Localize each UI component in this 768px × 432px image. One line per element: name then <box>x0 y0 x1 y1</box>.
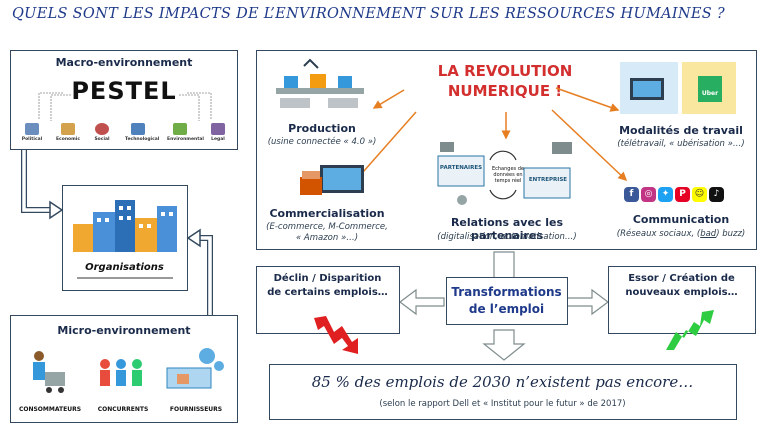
revolution-line2: NUMERIQUE ! <box>447 82 563 100</box>
modalites-title: Modalités de travail <box>619 124 743 137</box>
conclusion-box: 85 % des emplois de 2030 n’existent pas … <box>269 364 737 420</box>
echanges-line3: temps réel <box>494 178 522 184</box>
consommateurs-label: CONSOMMATEURS <box>18 406 82 413</box>
facebook-icon: f <box>624 187 639 202</box>
pestel-environmental: Environmental <box>167 123 204 142</box>
micro-heading: Micro-environnement <box>57 324 191 337</box>
fournisseurs-label: FOURNISSEURS <box>169 406 223 413</box>
organisations-box: Organisations <box>62 185 188 291</box>
echanges-line1: Echanges de <box>491 166 524 172</box>
transformation-arrows <box>399 251 609 361</box>
revolution-line1: LA REVOLUTION <box>437 62 573 80</box>
technological-icon <box>131 123 145 135</box>
concurrents-icon <box>100 359 142 386</box>
relations-title: Relations avec les partenaires <box>450 216 564 242</box>
transformations-box: Transformations de l’emploi <box>446 277 568 325</box>
essor-line1: Essor / Création de <box>628 273 735 284</box>
pestel-political-label: Political <box>21 137 43 142</box>
political-icon <box>25 123 39 135</box>
relations-sub: (digitalisation, automatisation…) <box>437 232 577 242</box>
pestel-technological: Technological <box>125 123 159 142</box>
pestel-economic: Economic <box>55 123 81 142</box>
transformations-line2: de l’emploi <box>468 302 545 316</box>
entreprise-label: ENTREPRISE <box>528 177 568 183</box>
organisations-label: Organisations <box>85 262 164 273</box>
revolution-arrows <box>355 87 628 182</box>
factory-icon <box>73 200 177 252</box>
twitter-icon: ✦ <box>658 187 673 202</box>
page-title: QUELS SONT LES IMPACTS DE L’ENVIRONNEMEN… <box>12 6 726 22</box>
pestel-social-label: Social <box>94 137 110 142</box>
echanges-line2: données en <box>493 172 523 178</box>
production-sub: (usine connectée « 4.0 ») <box>267 137 377 147</box>
instagram-icon: ◎ <box>641 187 656 202</box>
pestel-economic-label: Economic <box>55 137 81 142</box>
communication-sub-post: ) buzz) <box>716 229 746 239</box>
pestel-political: Political <box>19 123 45 142</box>
communication-sub-bad: bad <box>700 229 717 239</box>
relations-icon <box>437 142 572 205</box>
micro-environnement-box: Micro-environnement CONSOMMATEURS CONCUR… <box>10 315 238 423</box>
growth-arrow-icon <box>666 310 714 350</box>
pestel-social: Social <box>89 123 115 142</box>
social-icons: f◎✦P☺♪ <box>624 184 754 203</box>
left-connector-arrows <box>21 150 213 315</box>
consommateurs-icon <box>33 351 65 393</box>
teletravail-icon <box>620 62 736 114</box>
tiktok-icon: ♪ <box>709 187 724 202</box>
social-icon <box>95 123 109 135</box>
pestel-label: PESTEL <box>71 77 177 105</box>
declin-line1: Déclin / Disparition <box>273 273 382 284</box>
production-icon <box>276 58 364 108</box>
organisations-underline <box>77 277 173 279</box>
communication-title: Communication <box>632 213 730 226</box>
environmental-icon <box>173 123 187 135</box>
ecommerce-icon <box>300 165 364 195</box>
conclusion-sub: (selon le rapport Dell et « Institut pou… <box>379 399 626 409</box>
essor-line2: nouveaux emplois… <box>625 287 738 298</box>
macro-environnement-box: Macro-environnement PESTEL Political Eco… <box>10 50 238 150</box>
partenaires-label: PARTENAIRES <box>439 165 483 171</box>
commercialisation-title: Commercialisation <box>269 207 385 220</box>
modalites-sub: (télétravail, « ubérisation »…) <box>617 139 745 149</box>
commercialisation-sub2: « Amazon »…) <box>295 233 359 243</box>
decline-arrow-icon <box>314 316 358 354</box>
pestel-legal: Legal <box>205 123 231 142</box>
pestel-environmental-label: Environmental <box>167 137 204 142</box>
conclusion-main: 85 % des emplois de 2030 n’existent pas … <box>311 373 694 391</box>
pestel-technological-label: Technological <box>125 137 160 142</box>
essor-box: Essor / Création de nouveaux emplois… <box>608 266 756 334</box>
communication-sub-pre: (Réseaux sociaux, ( <box>616 229 701 239</box>
production-title: Production <box>288 122 356 135</box>
pinterest-icon: P <box>675 187 690 202</box>
concurrents-label: CONCURRENTS <box>97 406 149 413</box>
pestel-legal-label: Legal <box>211 137 225 142</box>
commercialisation-sub1: (E-commerce, M-Commerce, <box>266 222 388 232</box>
transformations-line1: Transformations <box>451 285 562 299</box>
declin-line2: de certains emplois… <box>267 287 388 298</box>
communication-sub: (Réseaux sociaux, (bad) buzz) <box>606 229 756 240</box>
economic-icon <box>61 123 75 135</box>
fournisseurs-icon <box>166 348 224 389</box>
pestel-connector-lines <box>38 92 212 121</box>
snapchat-icon: ☺ <box>692 187 707 202</box>
macro-heading: Macro-environnement <box>55 56 193 69</box>
uber-label: Uber <box>701 90 719 97</box>
legal-icon <box>211 123 225 135</box>
